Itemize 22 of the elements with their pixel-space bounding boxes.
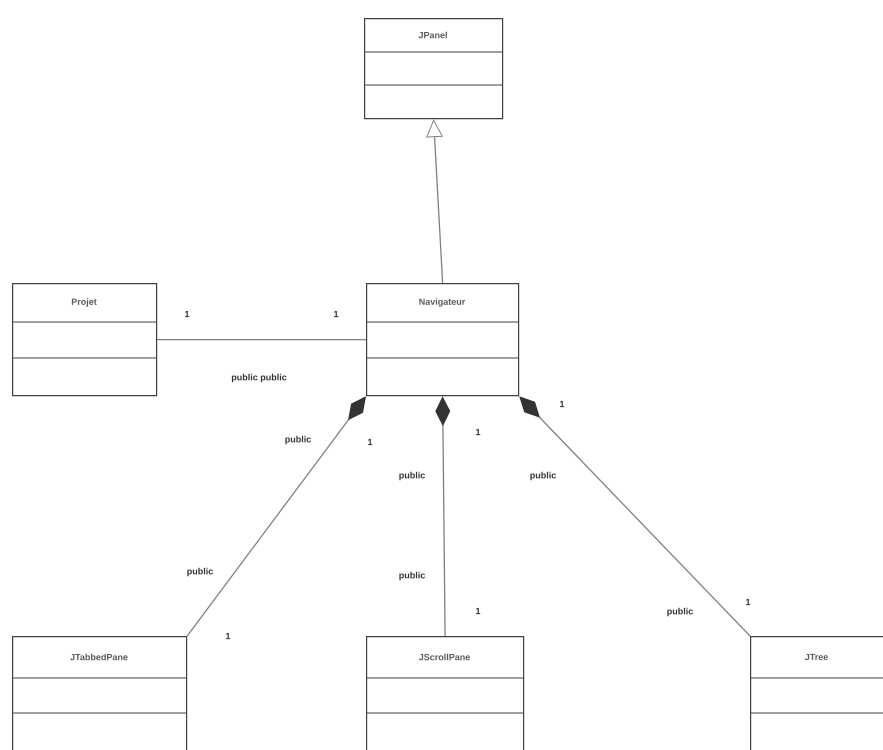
role-name: public xyxy=(187,568,213,576)
class-box: JScrollPane xyxy=(366,636,524,750)
multiplicity-label: 1 xyxy=(476,608,480,614)
class-box: Navigateur xyxy=(366,283,520,396)
multiplicity-label: 1 xyxy=(368,438,372,446)
class-box: JTabbedPane xyxy=(12,636,188,750)
class-box: Projet xyxy=(12,283,158,396)
class-box: JPanel xyxy=(364,18,504,120)
role-name: public xyxy=(530,472,556,480)
role-name: public xyxy=(399,472,425,480)
multiplicity-label: 1 xyxy=(185,310,190,318)
multiplicity-label: 1 xyxy=(746,598,750,606)
multiplicity-label: 1 xyxy=(226,632,230,640)
role-name: public xyxy=(285,436,311,444)
association-line xyxy=(157,338,366,340)
role-name: public xyxy=(399,572,425,580)
multiplicity-label: 1 xyxy=(334,310,338,318)
class-box: JTree xyxy=(750,636,883,750)
role-name: public xyxy=(667,608,693,616)
role-name: public public xyxy=(232,374,286,382)
multiplicity-label: 1 xyxy=(476,428,480,436)
multiplicity-label: 1 xyxy=(560,400,564,408)
